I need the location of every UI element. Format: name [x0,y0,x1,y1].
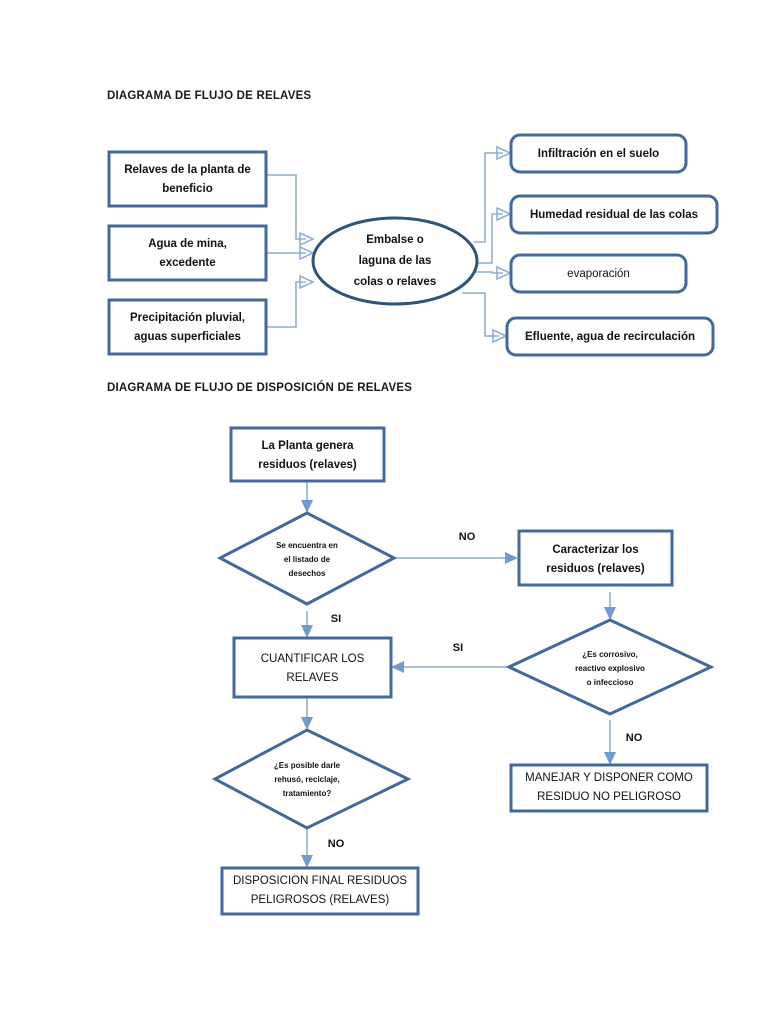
node-efluente-recirculacion[interactable]: Efluente, agua de recirculación [505,316,715,357]
node-rehuso-line-3: tratamiento? [283,789,332,798]
connector-embalse-to-infiltracion [474,152,503,243]
edge-label-listado-si: SI [331,613,341,625]
node-relaves-planta[interactable]: Relaves de la planta de beneficio [107,150,268,208]
node-evaporacion-label: evaporación [567,268,630,280]
node-manejar-no-peligroso[interactable]: MANEJAR Y DISPONER COMO RESIDUO NO PELIG… [509,763,709,813]
connector-caracterizar-arrowhead [604,607,616,620]
connector-corrosivo-si-arrowhead [391,661,404,673]
node-cuantificar-relaves[interactable]: CUANTIFICAR LOS RELAVES [232,636,393,699]
node-precipitacion-line-2: aguas superficiales [134,331,241,343]
node-humedad-label: Humedad residual de las colas [530,209,698,221]
edge-label-rehuso-no: NO [328,838,345,850]
node-disposicion-final[interactable]: DISPOSICION FINAL RESIDUOS PELIGROSOS (R… [220,866,420,916]
node-precipitacion-line-1: Precipitación pluvial, [130,312,245,324]
connector-evaporacion-arrowhead [496,265,512,281]
node-agua-mina-line-2: excedente [159,257,215,269]
connector-group-outputs [462,145,512,344]
connector-efluente-arrowhead [492,328,508,344]
connector-relaves-arrowhead [299,231,315,247]
connector-precipitacion-to-embalse [266,281,306,328]
connector-relaves-to-embalse [266,174,306,240]
node-manejar-line-2: RESIDUO NO PELIGROSO [537,791,681,803]
connector-precipitacion-arrowhead [299,274,315,290]
node-relaves-planta-line-2: beneficio [162,183,212,195]
node-caracterizar-residuos[interactable]: Caracterizar los residuos (relaves) [517,529,674,587]
node-listado-line-1: Se encuentra en [276,541,338,550]
node-corrosivo-reactivo[interactable]: ¿Es corrosivo, reactivo explosivo o infe… [505,618,715,716]
node-corrosivo-line-3: o infeccioso [587,678,634,687]
node-listado-line-2: el listado de [284,555,331,564]
connector-planta-arrowhead [301,500,313,513]
node-rehuso-line-2: rehusó, reciclaje, [274,775,339,784]
node-listado-desechos[interactable]: Se encuentra en el listado de desechos [216,511,398,606]
node-humedad-residual[interactable]: Humedad residual de las colas [509,194,719,235]
diagram-1-title: DIAGRAMA DE FLUJO DE RELAVES [107,90,312,102]
node-relaves-planta-line-1: Relaves de la planta de [124,164,251,176]
node-disposicion-line-2: PELIGROSOS (RELAVES) [251,894,390,906]
node-planta-genera-line-1: La Planta genera [261,440,354,452]
connector-cuantificar-arrowhead [301,717,313,730]
node-precipitacion-pluvial[interactable]: Precipitación pluvial, aguas superficial… [107,298,268,356]
node-embalse-line-3: colas o relaves [354,276,436,288]
node-listado-line-3: desechos [289,569,326,578]
node-manejar-line-1: MANEJAR Y DISPONER COMO [525,772,693,784]
connector-infiltracion-arrowhead [496,145,512,161]
edge-label-listado-no: NO [459,531,476,543]
node-planta-genera-line-2: residuos (relaves) [258,459,357,471]
node-embalse-laguna[interactable]: Embalse o laguna de las colas o relaves [311,216,479,306]
connector-humedad-arrowhead [496,206,512,222]
node-corrosivo-line-1: ¿Es corrosivo, [582,650,638,659]
node-rehuso-line-1: ¿Es posible darle [274,761,341,770]
connector-embalse-to-efluente [462,292,499,337]
node-agua-mina[interactable]: Agua de mina, excedente [107,224,268,282]
node-caracterizar-line-2: residuos (relaves) [546,563,645,575]
edge-label-corrosivo-no: NO [626,732,643,744]
node-corrosivo-line-2: reactivo explosivo [575,664,645,673]
node-caracterizar-line-1: Caracterizar los [552,544,638,556]
node-rehuso-reciclaje[interactable]: ¿Es posible darle rehusó, reciclaje, tra… [211,728,412,830]
node-cuantificar-line-2: RELAVES [286,672,339,684]
node-embalse-line-1: Embalse o [366,234,424,246]
edge-label-corrosivo-si: SI [453,642,463,654]
connector-rehuso-no-arrowhead [301,855,313,868]
connector-agua-arrowhead [299,245,315,261]
connector-group-inputs [266,174,315,328]
connector-listado-si-arrowhead [301,625,313,638]
node-agua-mina-line-1: Agua de mina, [148,238,227,250]
node-efluente-label: Efluente, agua de recirculación [525,331,695,343]
node-planta-genera[interactable]: La Planta genera residuos (relaves) [229,426,386,483]
connector-embalse-to-humedad [474,213,503,264]
connector-corrosivo-no-arrowhead [604,752,616,765]
node-embalse-line-2: laguna de las [359,255,432,267]
node-disposicion-line-1: DISPOSICION FINAL RESIDUOS [233,875,407,887]
connector-group-disposicion [301,481,616,868]
node-evaporacion[interactable]: evaporación [509,253,688,294]
node-infiltracion-label: Infiltración en el suelo [538,148,659,160]
node-infiltracion-suelo[interactable]: Infiltración en el suelo [509,133,688,174]
node-cuantificar-line-1: CUANTIFICAR LOS [261,653,365,665]
diagram-2-title: DIAGRAMA DE FLUJO DE DISPOSICIÓN DE RELA… [107,382,413,394]
connector-listado-no-arrowhead [505,552,518,564]
